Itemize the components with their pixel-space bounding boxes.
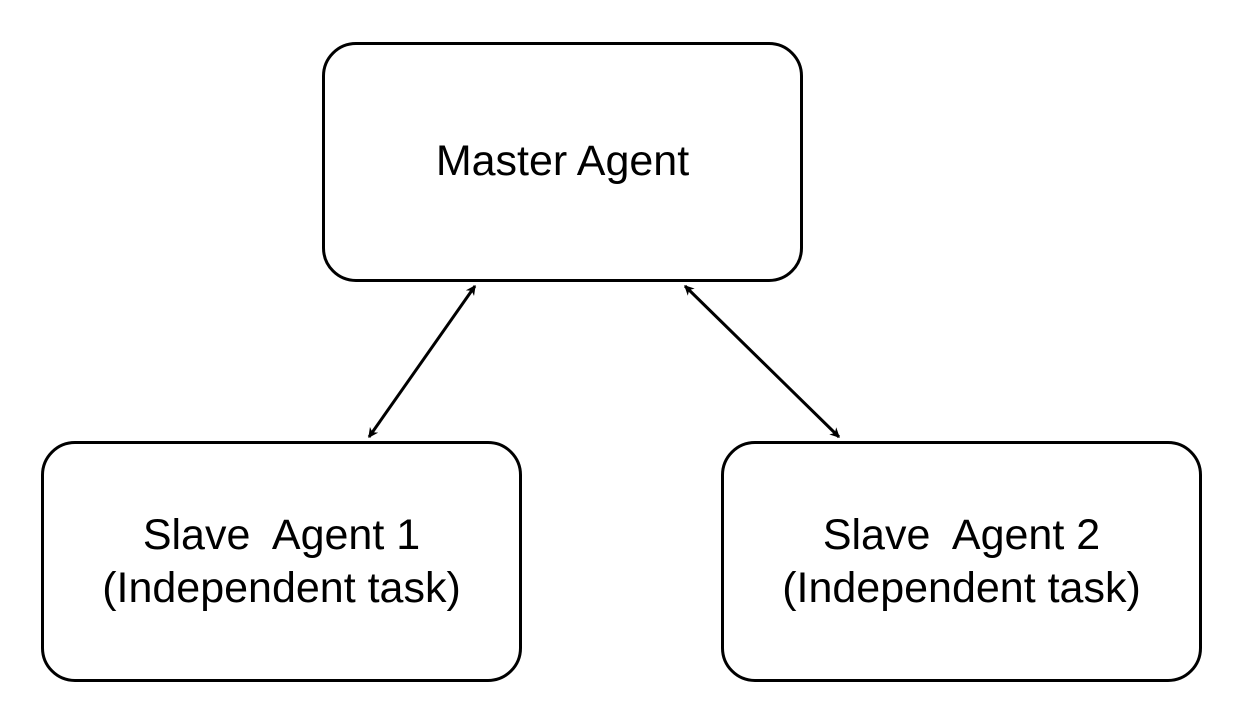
master-agent-node[interactable]: Master Agent	[322, 42, 803, 282]
edge-master-slave1	[367, 285, 477, 438]
master-agent-label: Master Agent	[435, 136, 690, 185]
slave-agent-1-label: Slave Agent 1 (Independent task)	[102, 511, 461, 612]
slave-agent-2-label: Slave Agent 2 (Independent task)	[782, 511, 1141, 612]
slave-agent-2-node[interactable]: Slave Agent 2 (Independent task)	[721, 441, 1202, 682]
slave-agent-1-node[interactable]: Slave Agent 1 (Independent task)	[41, 441, 522, 682]
edge-master-slave2	[683, 284, 841, 439]
